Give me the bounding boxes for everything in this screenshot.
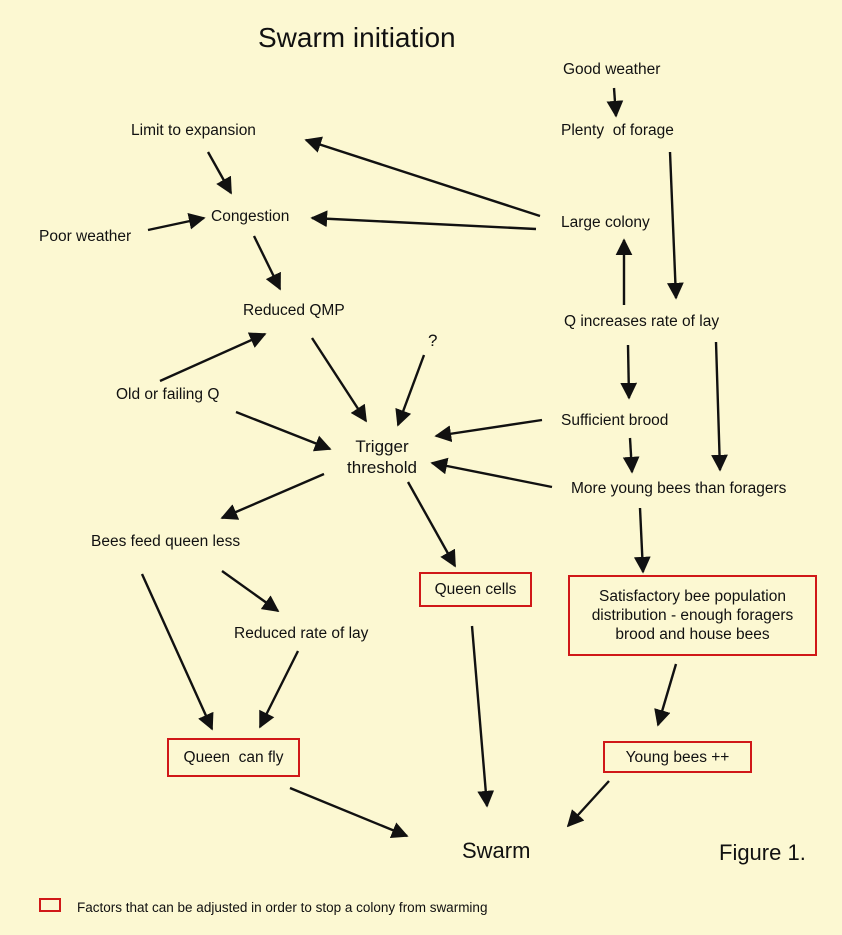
node-large-colony: Large colony <box>561 214 650 231</box>
arrow-largecolony-limit <box>304 136 541 218</box>
legend-swatch <box>39 898 61 912</box>
node-q-increases-rate-of-lay: Q increases rate of lay <box>564 313 720 330</box>
arrow-goodweather-forage <box>606 87 624 118</box>
trigger-line-1: Trigger <box>355 437 409 456</box>
node-queen-cells: Queen cells <box>419 572 532 607</box>
node-congestion: Congestion <box>211 208 290 225</box>
arrow-reducedqmp-trigger <box>310 337 368 423</box>
arrow-beesfeed-queencanfly <box>140 573 214 731</box>
figure-label: Figure 1. <box>719 840 806 865</box>
node-young-bees: Young bees ++ <box>603 741 752 773</box>
arrow-oldq-reducedqmp <box>159 332 267 383</box>
arrow-trigger-queencells <box>406 481 457 568</box>
arrow-question-trigger <box>395 354 426 427</box>
arrow-largecolony-congestion <box>310 210 537 231</box>
node-trigger-threshold: Trigger threshold <box>340 436 424 478</box>
node-limit-to-expansion: Limit to expansion <box>131 122 256 139</box>
node-bees-feed-queen-less: Bees feed queen less <box>91 533 241 550</box>
diagram-title: Swarm initiation <box>258 22 456 53</box>
arrow-brood-moreyoung <box>622 437 640 474</box>
node-sufficient-brood: Sufficient brood <box>561 412 669 429</box>
arrow-poorweather-congestion <box>147 212 206 232</box>
arrow-queencanfly-swarm <box>289 786 409 839</box>
arrow-moreyoung-satisfactory <box>633 507 651 574</box>
arrow-reducedrate-queencanfly <box>258 650 300 729</box>
node-more-young-bees: More young bees than foragers <box>571 480 787 497</box>
arrow-congestion-reducedqmp <box>252 235 282 291</box>
legend-text: Factors that can be adjusted in order to… <box>77 900 488 915</box>
arrow-satisfactory-youngbees <box>654 663 678 727</box>
arrow-moreyoung-trigger <box>430 457 553 489</box>
arrow-forage-qincreases <box>666 151 684 300</box>
node-swarm: Swarm <box>462 838 531 863</box>
node-queen-can-fly: Queen can fly <box>167 738 300 777</box>
arrow-youngbees-swarm <box>566 780 610 828</box>
arrow-queencells-swarm <box>470 625 495 808</box>
node-satisfactory-population: Satisfactory bee population distribution… <box>568 575 817 656</box>
arrow-qincreases-moreyoung <box>711 341 728 472</box>
node-reduced-qmp: Reduced QMP <box>243 302 345 319</box>
arrow-qincreases-brood <box>620 344 638 400</box>
node-reduced-rate-of-lay: Reduced rate of lay <box>234 625 369 642</box>
arrow-brood-trigger <box>434 418 543 443</box>
node-plenty-of-forage: Plenty of forage <box>561 122 674 139</box>
node-old-or-failing-q: Old or failing Q <box>116 386 220 403</box>
arrow-limit-congestion <box>206 151 233 195</box>
arrow-trigger-beesfeed <box>220 472 325 520</box>
arrow-oldq-trigger <box>235 410 332 452</box>
arrow-beesfeed-reducedrate <box>221 570 280 612</box>
node-good-weather: Good weather <box>563 61 661 78</box>
trigger-line-2: threshold <box>347 458 417 477</box>
node-unknown-factor: ? <box>428 331 438 350</box>
node-poor-weather: Poor weather <box>39 228 132 245</box>
